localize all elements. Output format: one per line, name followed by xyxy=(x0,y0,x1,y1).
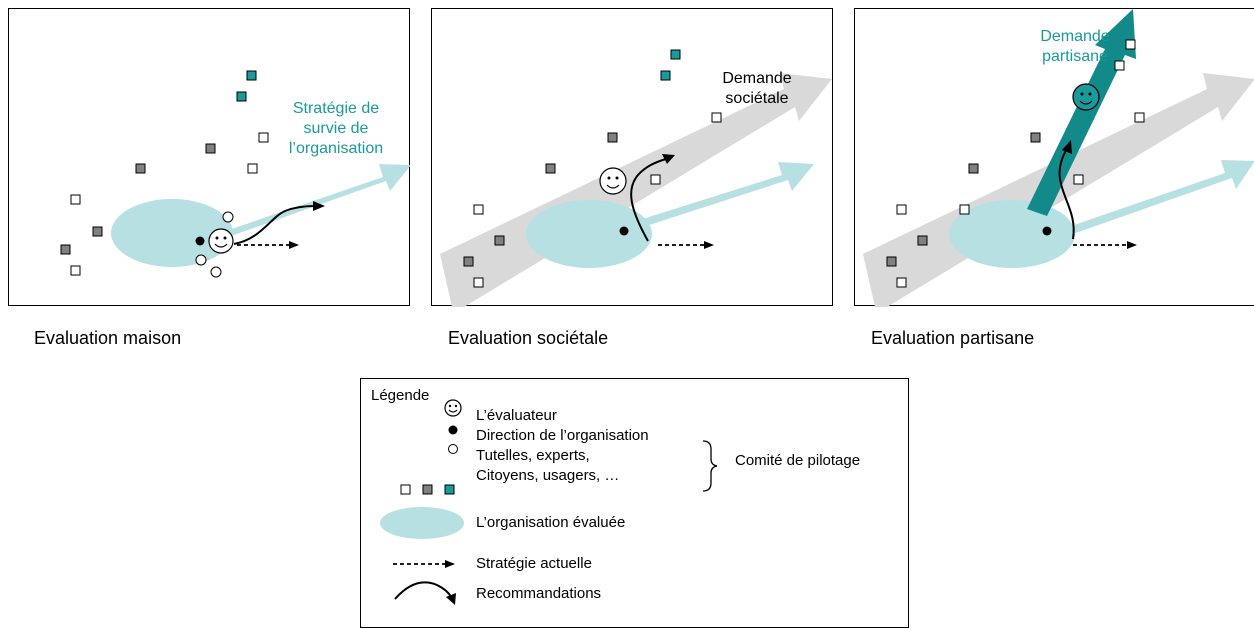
annotation-line: Stratégie de xyxy=(292,100,380,117)
citizen-square xyxy=(92,226,103,237)
citizen-square xyxy=(135,163,146,174)
annotation-line: survie de xyxy=(303,120,369,137)
citizen-square xyxy=(545,163,556,174)
direction-dot-icon xyxy=(448,425,458,435)
recommendation-arrow xyxy=(630,158,667,242)
recommendation-arrow xyxy=(233,205,316,245)
legend-symbols xyxy=(380,399,718,605)
citizen-square xyxy=(205,143,216,154)
recommendations-icon xyxy=(394,581,452,600)
citizen-square xyxy=(236,91,247,102)
citizen-square xyxy=(896,204,907,215)
panel-3-drawing xyxy=(863,9,1254,307)
annotation-line: sociétale xyxy=(725,90,789,107)
legend-strategie: Stratégie actuelle xyxy=(476,555,592,572)
citizen-square xyxy=(1073,174,1084,185)
organisation-ellipse xyxy=(526,200,652,268)
citizen-square xyxy=(968,163,979,174)
legend-evaluator: L’évaluateur xyxy=(476,407,557,424)
citizen-square xyxy=(70,194,81,205)
organisation-ellipse xyxy=(949,200,1075,268)
annotation-line: partisane xyxy=(1042,48,1108,65)
citizen-square xyxy=(896,277,907,288)
citizen-square xyxy=(258,132,269,143)
tutelle-circle-icon xyxy=(448,444,458,454)
annotation-societal-demand: Demande sociétale xyxy=(702,69,812,109)
strategy-arrow xyxy=(1045,160,1254,242)
citizen-square xyxy=(246,70,257,81)
citizen-square xyxy=(1125,39,1136,50)
panel-2-drawing xyxy=(440,49,832,307)
evaluator-icon xyxy=(208,228,234,254)
citizen-square xyxy=(1114,60,1125,71)
citizen-square xyxy=(660,70,671,81)
grey-square-icon xyxy=(422,484,433,495)
tutelle-circle xyxy=(222,211,234,223)
panel-evaluation-societale: Demande sociétale xyxy=(431,8,833,307)
legend-citoyens: Citoyens, usagers, … xyxy=(476,467,620,484)
citizen-square xyxy=(917,235,928,246)
annotation-survival-strategy: Stratégie de survie de l’organisation xyxy=(271,99,401,159)
annotation-partisan-demand: Demande partisane xyxy=(1035,27,1115,67)
caption-evaluation-maison: Evaluation maison xyxy=(34,328,182,348)
citizen-square xyxy=(670,49,681,60)
direction-dot xyxy=(1042,226,1052,236)
brace-icon xyxy=(702,440,718,492)
citizen-square xyxy=(247,163,258,174)
legend-title: Légende xyxy=(371,387,430,404)
white-square-icon xyxy=(400,484,411,495)
citizen-square xyxy=(711,112,722,123)
citizen-square xyxy=(473,277,484,288)
panel-evaluation-partisane: Demande partisane xyxy=(854,8,1254,307)
annotation-line: Demande xyxy=(1040,28,1110,45)
panel-evaluation-maison: Stratégie de survie de l’organisation xyxy=(8,8,411,306)
legend-box: Légende L’évaluateur Direction de l’orga… xyxy=(360,378,909,628)
tutelle-circle xyxy=(195,254,207,266)
citizen-square xyxy=(70,265,81,276)
partisan-demand-arrow xyxy=(1027,9,1136,216)
citizen-square xyxy=(886,256,897,267)
direction-dot xyxy=(195,236,205,246)
direction-dot xyxy=(619,226,629,236)
legend-recommandations: Recommandations xyxy=(476,585,602,602)
citizen-square xyxy=(1134,112,1145,123)
evaluator-icon xyxy=(1072,83,1100,111)
citizen-square xyxy=(473,204,484,215)
caption-evaluation-societale: Evaluation sociétale xyxy=(448,328,609,348)
panel-1-drawing xyxy=(60,70,411,278)
organisation-ellipse xyxy=(111,199,233,267)
teal-square-icon xyxy=(444,484,455,495)
legend-organisation: L’organisation évaluée xyxy=(476,514,626,531)
annotation-line: Demande xyxy=(722,70,792,87)
annotation-line: l’organisation xyxy=(288,140,384,157)
citizen-square xyxy=(463,256,474,267)
citizen-square xyxy=(959,204,970,215)
citizen-square xyxy=(607,132,618,143)
citizen-square xyxy=(650,174,661,185)
organisation-ellipse-icon xyxy=(380,507,464,539)
legend-direction: Direction de l’organisation xyxy=(476,427,649,444)
citizen-square xyxy=(1030,132,1041,143)
recommendation-arrow xyxy=(1058,148,1075,240)
citizen-square xyxy=(494,235,505,246)
caption-evaluation-partisane: Evaluation partisane xyxy=(871,328,1035,348)
evaluator-icon xyxy=(599,167,627,195)
legend-comite: Comité de pilotage xyxy=(735,452,861,469)
legend-tutelles: Tutelles, experts, xyxy=(476,447,590,464)
tutelle-circle xyxy=(210,266,222,278)
citizen-square xyxy=(60,244,71,255)
evaluator-icon xyxy=(444,399,462,417)
